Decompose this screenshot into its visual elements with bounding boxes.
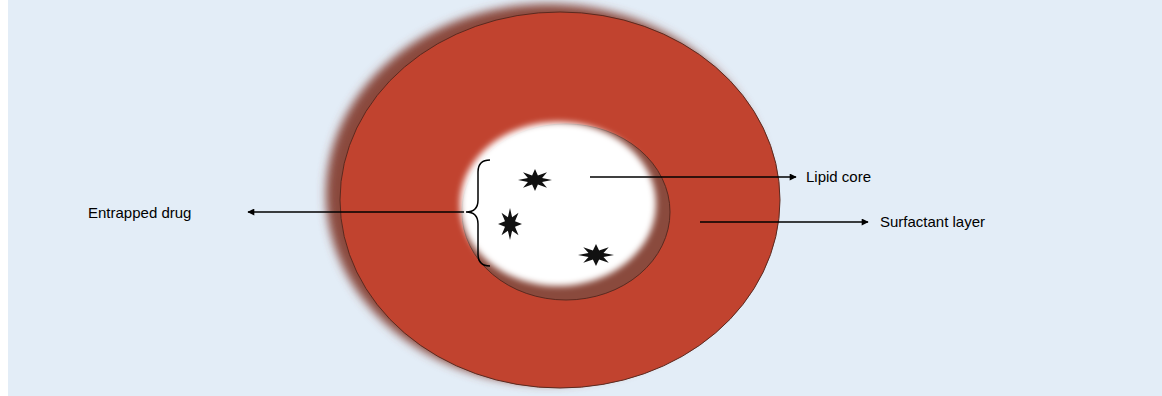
leader-arrow [248, 211, 464, 213]
drug-star [518, 169, 552, 191]
drug-star [578, 244, 614, 266]
leader-arrow [590, 176, 796, 178]
lipid-core [460, 122, 656, 286]
background-panel [8, 0, 1162, 396]
part-label: Lipid core [806, 168, 871, 186]
drug-star [498, 208, 522, 240]
part-label: Entrapped drug [88, 204, 191, 222]
surfactant-ring [340, 12, 780, 388]
leader-arrow [700, 221, 868, 223]
bracket [466, 160, 490, 266]
drug-stars [498, 169, 614, 266]
part-label: Surfactant layer [880, 213, 985, 231]
